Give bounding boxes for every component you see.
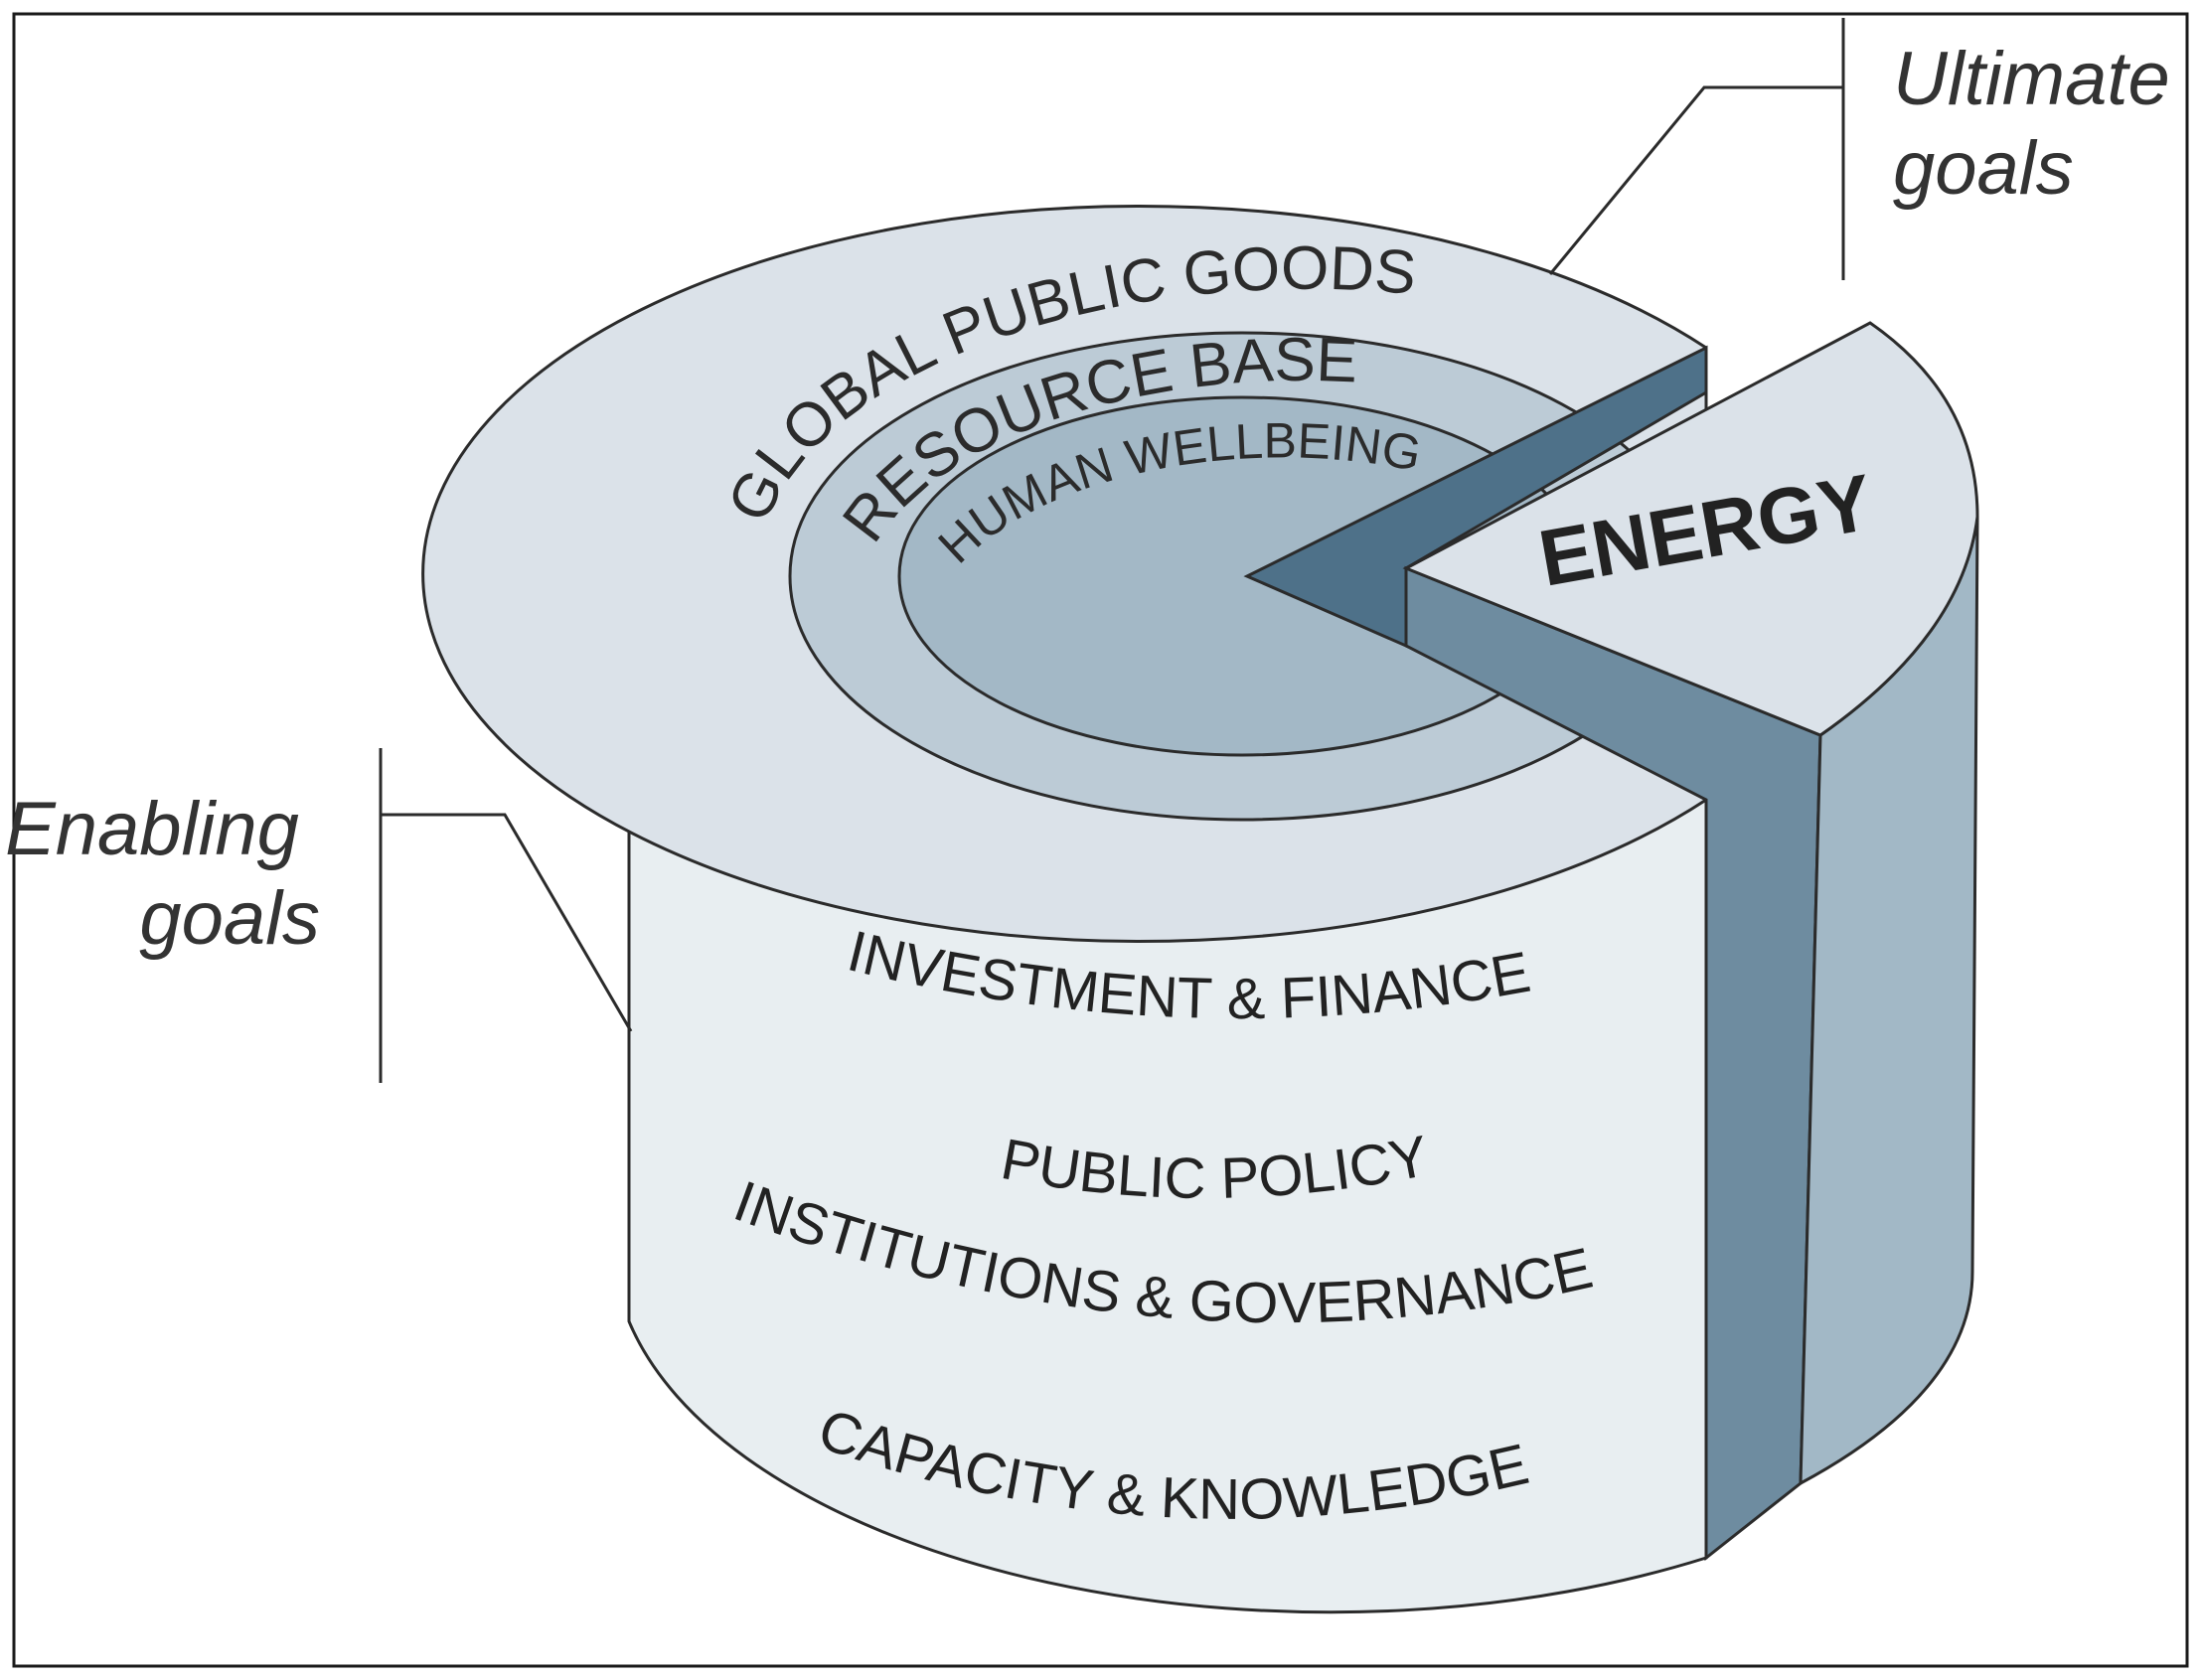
slice-top-face-energy	[1402, 321, 1979, 737]
label-enabling-goals: Enabling goals	[5, 787, 320, 961]
enabling-goals-connector	[381, 813, 633, 1032]
label-ultimate-goals: Ultimate goals	[1893, 37, 2191, 211]
ultimate-goals-connector	[1548, 85, 1843, 275]
slice-cut-face-dark	[1243, 345, 1708, 649]
